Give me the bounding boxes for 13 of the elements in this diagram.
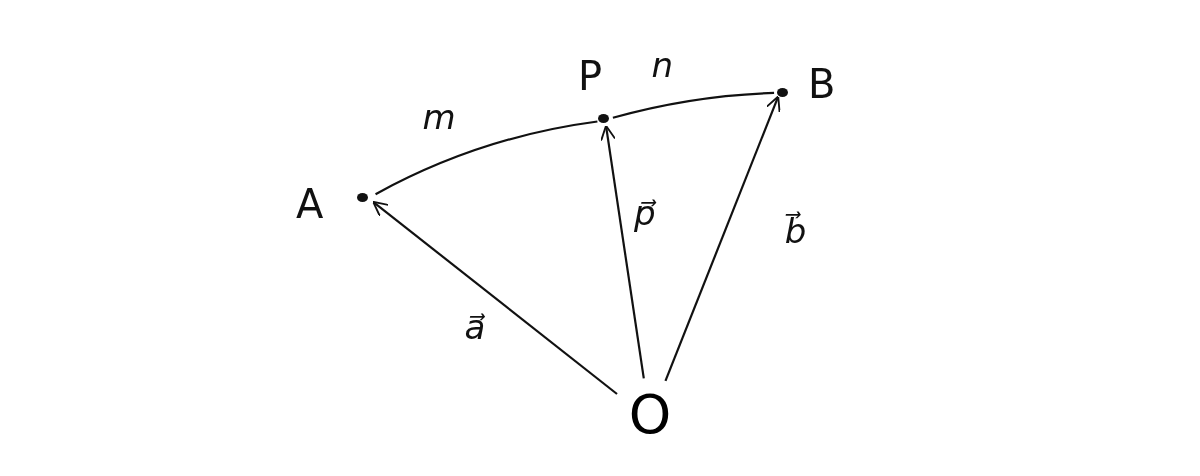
point-label: B — [808, 64, 836, 104]
vector-arrow — [664, 95, 781, 382]
vector-arrow — [600, 124, 645, 379]
line-segment — [612, 91, 775, 119]
edge-label: p⃗ — [634, 195, 656, 230]
line-segment — [375, 120, 598, 196]
edge-label: m — [422, 99, 456, 134]
point-label: A — [296, 184, 324, 224]
vector-arrow — [372, 200, 618, 395]
point-label: P — [578, 56, 603, 96]
edge-label: a⃗ — [464, 310, 486, 345]
edge-label: n — [651, 48, 674, 83]
point-label: O — [620, 388, 680, 450]
